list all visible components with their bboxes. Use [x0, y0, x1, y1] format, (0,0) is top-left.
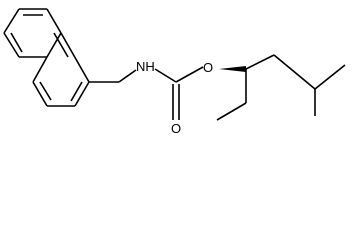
bond	[3, 8, 20, 34]
bond	[32, 56, 48, 83]
aryl-nitrogen-bond	[118, 69, 137, 83]
carbonyl-oxygen-bond	[175, 66, 204, 83]
bond	[3, 32, 20, 58]
bond	[60, 32, 90, 83]
aromatic-inner-bond	[10, 32, 23, 53]
amide-nitrogen-label: NH	[136, 59, 155, 74]
stereo-wedge-bond	[219, 66, 246, 72]
naphthalene-left-ring	[3, 8, 62, 58]
ether-oxygen-label: O	[203, 60, 213, 75]
bond	[74, 81, 90, 107]
aromatic-inner-bond	[70, 81, 83, 102]
bond	[46, 8, 62, 34]
ethyl-bond	[216, 102, 247, 121]
chemical-structure: NH O O	[3, 8, 346, 136]
bond	[46, 32, 62, 58]
aromatic-inner-bond	[53, 32, 69, 58]
isobutyl-bond	[245, 54, 275, 70]
naphthalene-bottom-ring	[32, 32, 90, 107]
carbonyl-oxygen-label: O	[171, 121, 181, 136]
bond	[32, 81, 48, 107]
nitrogen-carbonyl-bond	[154, 68, 177, 83]
isobutyl-bond	[314, 64, 346, 90]
isobutyl-bond	[273, 54, 316, 90]
aromatic-inner-bond	[39, 81, 52, 101]
